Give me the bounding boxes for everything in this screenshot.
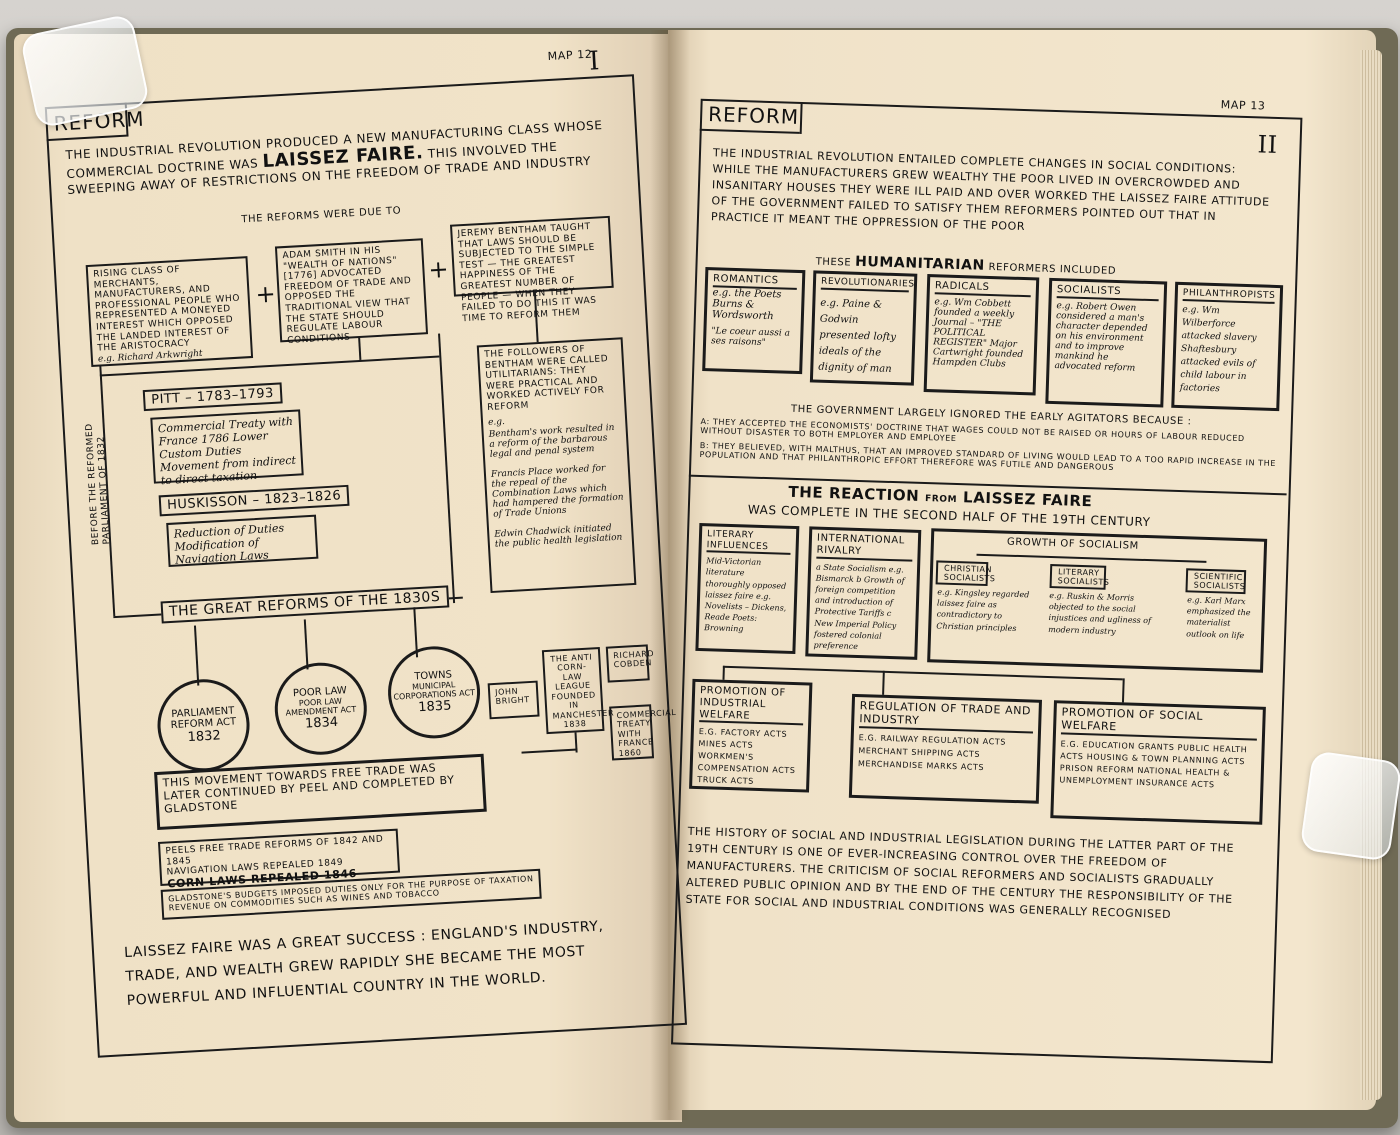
page-clip-right	[1299, 750, 1400, 862]
roman-numeral: II	[1257, 130, 1279, 159]
map-number: MAP 12	[547, 47, 593, 64]
pitt-box: Commercial Treaty with France 1786 Lower…	[150, 409, 304, 487]
regulation-box: REGULATION OF TRADE AND INDUSTRY e.g. RA…	[848, 693, 1043, 804]
adam-smith-box: ADAM SMITH IN HIS "WEALTH OF NATIONS" [1…	[274, 238, 429, 346]
socialists-box: SOCIALISTS e.g. Robert Owen considered a…	[1045, 277, 1168, 408]
scientific-socialists-text: e.g. Karl Marx emphasized the materialis…	[1186, 595, 1251, 640]
left-page-paper	[14, 34, 682, 1122]
revolutionaries-box: REVOLUTIONARIES e.g. Paine & Godwin pres…	[809, 270, 918, 386]
right-page-paper	[668, 30, 1376, 1110]
cobden-box: RICHARD COBDEN	[605, 644, 654, 683]
page-edges	[1360, 50, 1382, 1100]
utilitarians-box: THE FOLLOWERS OF BENTHAM WERE CALLED UTI…	[476, 337, 637, 594]
conclusion-text: THE HISTORY OF SOCIAL AND INDUSTRIAL LEG…	[685, 824, 1235, 922]
literary-influences-box: LITERARY INFLUENCES Mid-Victorian litera…	[695, 522, 800, 655]
scientific-socialists-label: SCIENTIFIC SOCIALISTS	[1185, 568, 1247, 595]
page-title: REFORM	[707, 102, 800, 129]
map-number: MAP 13	[1220, 98, 1266, 113]
christian-socialists-text: e.g. Kingsley regarded laissez faire as …	[936, 587, 1030, 633]
huskisson-box: Reduction of Duties Modification of Navi…	[166, 514, 319, 567]
industrial-welfare-box: PROMOTION OF INDUSTRIAL WELFARE e.g. FAC…	[689, 678, 813, 793]
christian-socialists-label: CHRISTIAN SOCIALISTS	[935, 560, 996, 587]
romantics-box: ROMANTICS e.g. the Poets Burns & Wordswo…	[702, 267, 806, 375]
commercial-treaty-box: COMMERCIAL TREATY with FRANCE 1860	[609, 704, 677, 761]
john-bright-box: JOHN BRIGHT	[487, 680, 540, 720]
book-gutter	[650, 30, 690, 1120]
radicals-box: RADICALS e.g. Wm Cobbett founded a weekl…	[923, 274, 1040, 396]
plus-sign: +	[427, 254, 450, 284]
left-page: MAP 12 REFORM I THE INDUSTRIAL REVOLUTIO…	[43, 44, 688, 1058]
right-page: REFORM MAP 13 II THE INDUSTRIAL REVOLUTI…	[671, 83, 1303, 1064]
rising-class-box: RISING CLASS OF MERCHANTS, MANUFACTURERS…	[85, 256, 254, 367]
literary-socialists-label: LITERARY SOCIALISTS	[1049, 564, 1110, 590]
plus-sign: +	[254, 279, 278, 309]
roman-numeral: I	[588, 46, 601, 77]
philanthropists-box: PHILANTHROPISTS e.g. Wm Wilberforce atta…	[1171, 281, 1284, 412]
literary-socialists-text: e.g. Ruskin & Morris objected to the soc…	[1048, 591, 1152, 636]
social-welfare-box: PROMOTION OF SOCIAL WELFARE e.g. EDUCATI…	[1050, 700, 1266, 825]
bentham-box: JEREMY BENTHAM TAUGHT THAT LAWS SHOULD B…	[449, 215, 614, 324]
anti-corn-law-league-box: THE ANTI CORN-LAW LEAGUE founded in MANC…	[541, 647, 614, 735]
international-rivalry-box: INTERNATIONAL RIVALRY a State Socialism …	[805, 526, 922, 660]
